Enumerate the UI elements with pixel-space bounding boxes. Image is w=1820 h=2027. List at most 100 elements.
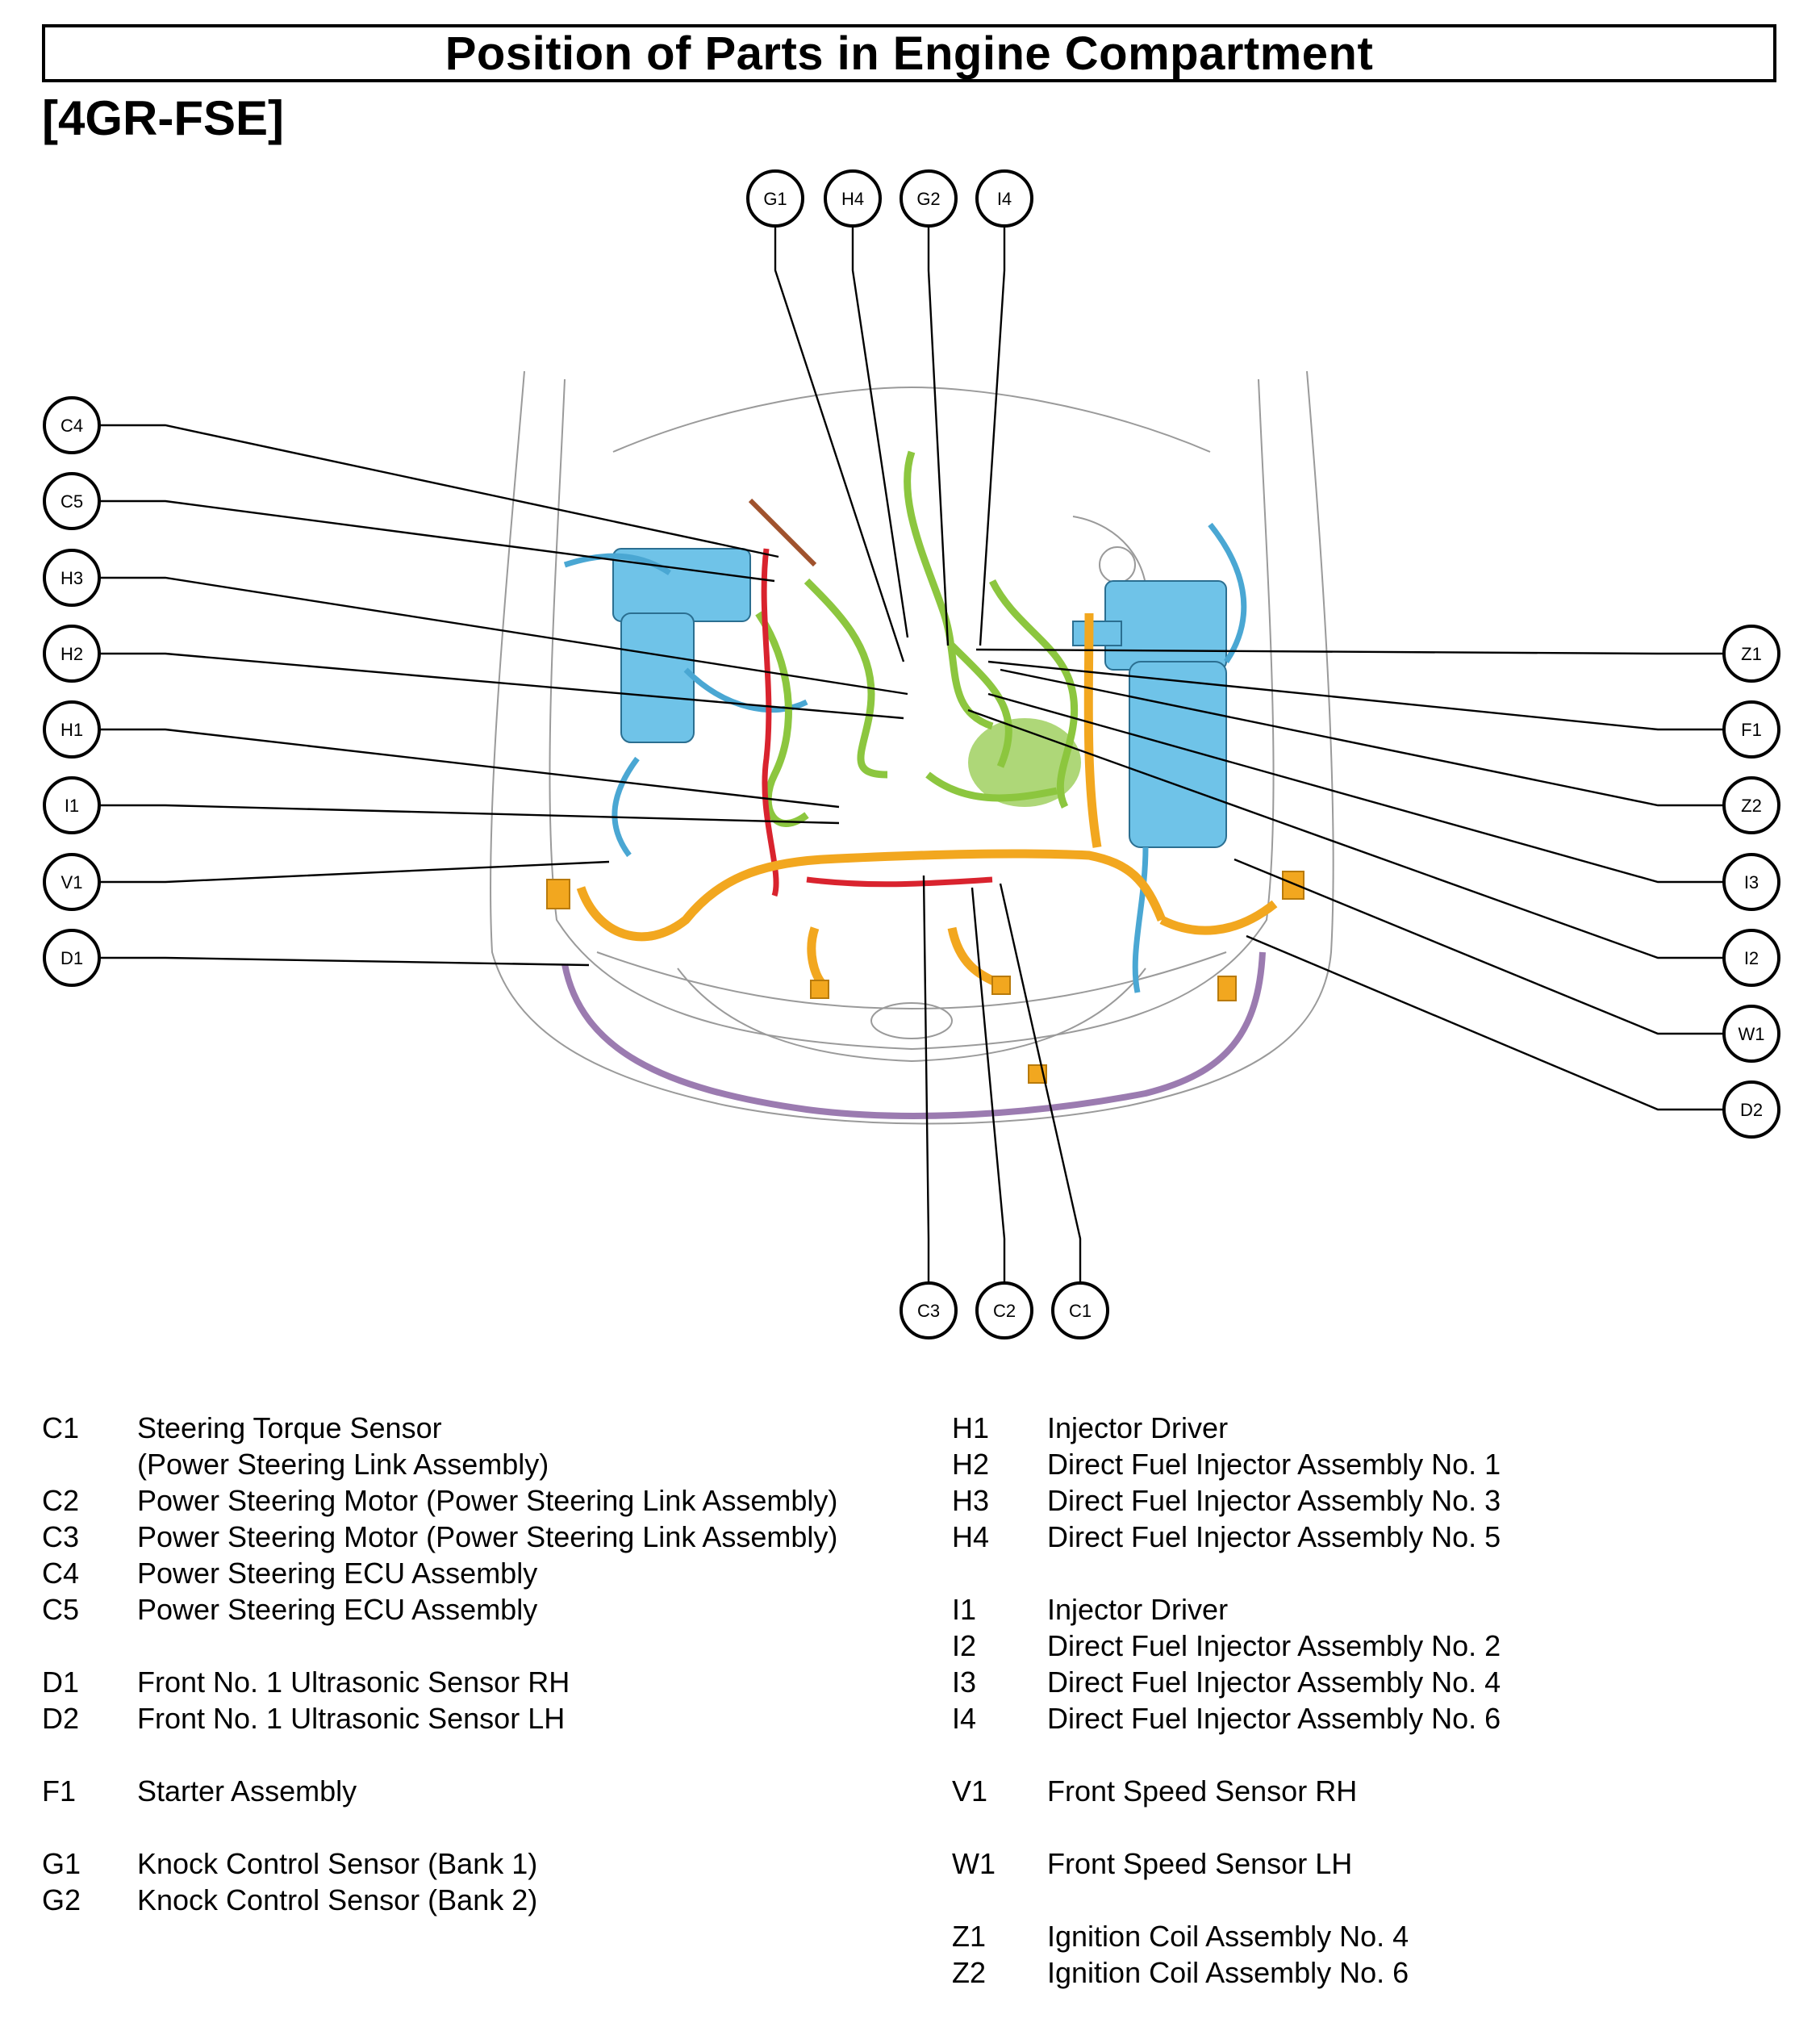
callout-label-d2: D2 xyxy=(1740,1100,1763,1120)
leader-line-w1 xyxy=(1234,858,1724,1035)
legend-row: G1 Knock Control Sensor (Bank 1) xyxy=(42,1845,837,1882)
callout-circle-h3 xyxy=(43,549,101,607)
callout-label-i1: I1 xyxy=(65,796,79,816)
legend-description: Knock Control Sensor (Bank 1) xyxy=(137,1847,538,1880)
legend-code: H1 xyxy=(952,1411,990,1444)
harness-red xyxy=(761,548,993,897)
harness-brown xyxy=(748,498,817,567)
harness-blue xyxy=(612,548,1227,848)
leader-line-d2 xyxy=(1246,934,1724,1111)
page-title-box: Position of Parts in Engine Compartment xyxy=(42,24,1776,82)
legend-row: Z1 Ignition Coil Assembly No. 4 xyxy=(952,1918,1501,1954)
legend-spacer xyxy=(952,1555,1501,1591)
legend-row: I1 Injector Driver xyxy=(952,1591,1501,1628)
callout-circle-c2 xyxy=(975,1281,1033,1339)
legend-code: H4 xyxy=(952,1520,990,1553)
leader-line-z2 xyxy=(1000,668,1724,807)
legend-code: Z1 xyxy=(952,1920,987,1953)
leader-line-z1 xyxy=(975,648,1724,655)
legend-code: G1 xyxy=(42,1847,81,1880)
leader-line-h1 xyxy=(99,728,840,809)
callout-circle-z2 xyxy=(1722,776,1780,834)
legend-row: F1 Starter Assembly xyxy=(42,1773,837,1809)
legend-description: Ignition Coil Assembly No. 4 xyxy=(1047,1920,1409,1953)
leader-line-i4 xyxy=(979,226,1006,646)
callout-circle-g1 xyxy=(746,169,804,228)
leader-line-h2 xyxy=(99,652,904,720)
callout-label-h3: H3 xyxy=(61,568,83,588)
legend-code: I2 xyxy=(952,1629,977,1662)
callout-circle-f1 xyxy=(1722,700,1780,759)
legend-row: I3 Direct Fuel Injector Assembly No. 4 xyxy=(952,1664,1501,1700)
callout-circle-c1 xyxy=(1051,1281,1109,1339)
leader-line-h4 xyxy=(851,226,909,638)
legend-description: Front No. 1 Ultrasonic Sensor LH xyxy=(137,1702,566,1735)
legend-code: C5 xyxy=(42,1593,80,1626)
callout-circle-c4 xyxy=(43,396,101,454)
legend-description: Direct Fuel Injector Assembly No. 5 xyxy=(1047,1520,1501,1553)
legend-description: Direct Fuel Injector Assembly No. 4 xyxy=(1047,1665,1501,1699)
legend-code: C2 xyxy=(42,1484,80,1517)
legend-spacer xyxy=(952,1882,1501,1918)
callout-circle-d1 xyxy=(43,929,101,987)
legend-code: C3 xyxy=(42,1520,80,1553)
legend-description: Starter Assembly xyxy=(137,1774,357,1808)
harness-blue-lines xyxy=(563,522,1247,993)
engine-cover-green xyxy=(968,718,1081,807)
legend-code: I1 xyxy=(952,1593,977,1626)
legend-code: Z2 xyxy=(952,1956,987,1989)
leader-line-c2 xyxy=(971,887,1006,1283)
leader-line-h3 xyxy=(99,576,908,696)
callout-circle-w1 xyxy=(1722,1005,1780,1063)
legend-code: I3 xyxy=(952,1665,977,1699)
legend-code: F1 xyxy=(42,1774,77,1808)
legend-description: Direct Fuel Injector Assembly No. 6 xyxy=(1047,1702,1501,1735)
legend-row: (Power Steering Link Assembly) xyxy=(42,1446,837,1482)
callout-circle-c5 xyxy=(43,472,101,530)
legend-spacer xyxy=(42,1628,837,1664)
callout-circle-g2 xyxy=(900,169,958,228)
legend-code: C1 xyxy=(42,1411,80,1444)
leader-line-i1 xyxy=(99,804,840,825)
callout-label-c1: C1 xyxy=(1069,1301,1092,1321)
callout-circle-i1 xyxy=(43,776,101,834)
leader-line-c5 xyxy=(99,499,775,583)
callout-circle-i3 xyxy=(1722,853,1780,911)
callout-label-i4: I4 xyxy=(997,189,1012,209)
callout-label-g2: G2 xyxy=(916,189,940,209)
legend-spacer xyxy=(42,1809,837,1845)
callout-label-d1: D1 xyxy=(61,948,83,968)
leader-line-i3 xyxy=(987,692,1724,884)
legend-row: I4 Direct Fuel Injector Assembly No. 6 xyxy=(952,1700,1501,1737)
callout-circle-i2 xyxy=(1722,929,1780,987)
callout-label-g1: G1 xyxy=(763,189,787,209)
callout-label-c2: C2 xyxy=(993,1301,1016,1321)
leader-line-f1 xyxy=(987,660,1724,731)
legend-description: Injector Driver xyxy=(1047,1593,1229,1626)
callout-label-v1: V1 xyxy=(61,872,83,892)
callout-label-z1: Z1 xyxy=(1741,644,1762,664)
legend-code xyxy=(42,1446,137,1482)
legend-code: W1 xyxy=(952,1847,996,1880)
legend-description: Knock Control Sensor (Bank 2) xyxy=(137,1883,538,1916)
leader-lines xyxy=(99,226,1724,1283)
legend-code: I4 xyxy=(952,1702,977,1735)
callout-label-c4: C4 xyxy=(61,416,83,436)
legend-row: H4 Direct Fuel Injector Assembly No. 5 xyxy=(952,1519,1501,1555)
callout-label-i3: I3 xyxy=(1744,872,1759,892)
callout-label-f1: F1 xyxy=(1741,720,1762,740)
callout-label-h4: H4 xyxy=(841,189,864,209)
